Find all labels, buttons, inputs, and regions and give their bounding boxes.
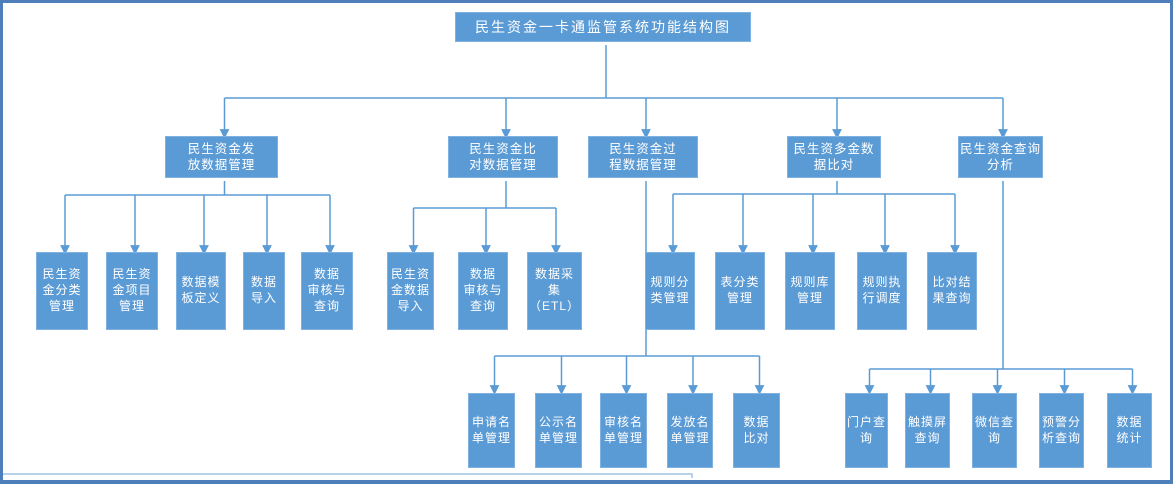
leaf-node: 触摸屏 查询 — [905, 393, 950, 468]
leaf-node: 审核名 单管理 — [600, 393, 647, 468]
leaf-node: 微信查 询 — [972, 393, 1017, 468]
leaf-node: 申请名 单管理 — [468, 393, 515, 468]
leaf-node: 表分类 管理 — [715, 252, 765, 330]
branch-node: 民生资金比 对数据管理 — [448, 136, 558, 178]
leaf-node: 规则库 管理 — [785, 252, 835, 330]
leaf-node: 预警分 析查询 — [1039, 393, 1084, 468]
leaf-node: 数据 统计 — [1107, 393, 1152, 468]
leaf-node: 民生资 金分类 管理 — [36, 252, 88, 330]
leaf-node: 民生资 金项目 管理 — [106, 252, 158, 330]
leaf-node: 数据 审核与 查询 — [458, 252, 508, 330]
footer-rule — [3, 473, 693, 478]
leaf-node: 门户查 询 — [845, 393, 888, 468]
leaf-node: 数据 比对 — [733, 393, 780, 468]
branch-node: 民生资金发 放数据管理 — [165, 136, 278, 178]
leaf-node: 数据 审核与 查询 — [301, 252, 353, 330]
root-node: 民生资金一卡通监管系统功能结构图 — [455, 12, 751, 42]
leaf-node: 规则分 类管理 — [645, 252, 695, 330]
leaf-node: 规则执 行调度 — [857, 252, 907, 330]
leaf-node: 数据采 集 （ETL） — [527, 252, 582, 330]
branch-node: 民生资多金数 据比对 — [787, 136, 881, 178]
leaf-node: 比对结 果查询 — [927, 252, 977, 330]
leaf-node: 数据模 板定义 — [176, 252, 226, 330]
branch-node: 民生资金过 程数据管理 — [588, 136, 698, 178]
leaf-node: 民生资 金数据 导入 — [387, 252, 434, 330]
branch-node: 民生资金查询 分析 — [958, 136, 1043, 178]
leaf-node: 发放名 单管理 — [667, 393, 713, 468]
leaf-node: 公示名 单管理 — [535, 393, 582, 468]
leaf-node: 数据 导入 — [243, 252, 285, 330]
